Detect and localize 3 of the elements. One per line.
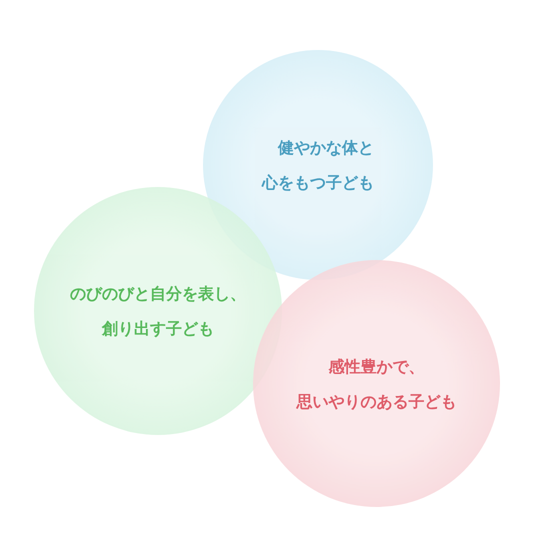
circle-label: 健やかな体と心をもつ子ども: [261, 137, 375, 194]
circle-label: 感性豊かで、思いやりのある子ども: [295, 356, 458, 412]
circle-label: のびのびと自分を表し、創り出す子ども: [69, 283, 247, 340]
